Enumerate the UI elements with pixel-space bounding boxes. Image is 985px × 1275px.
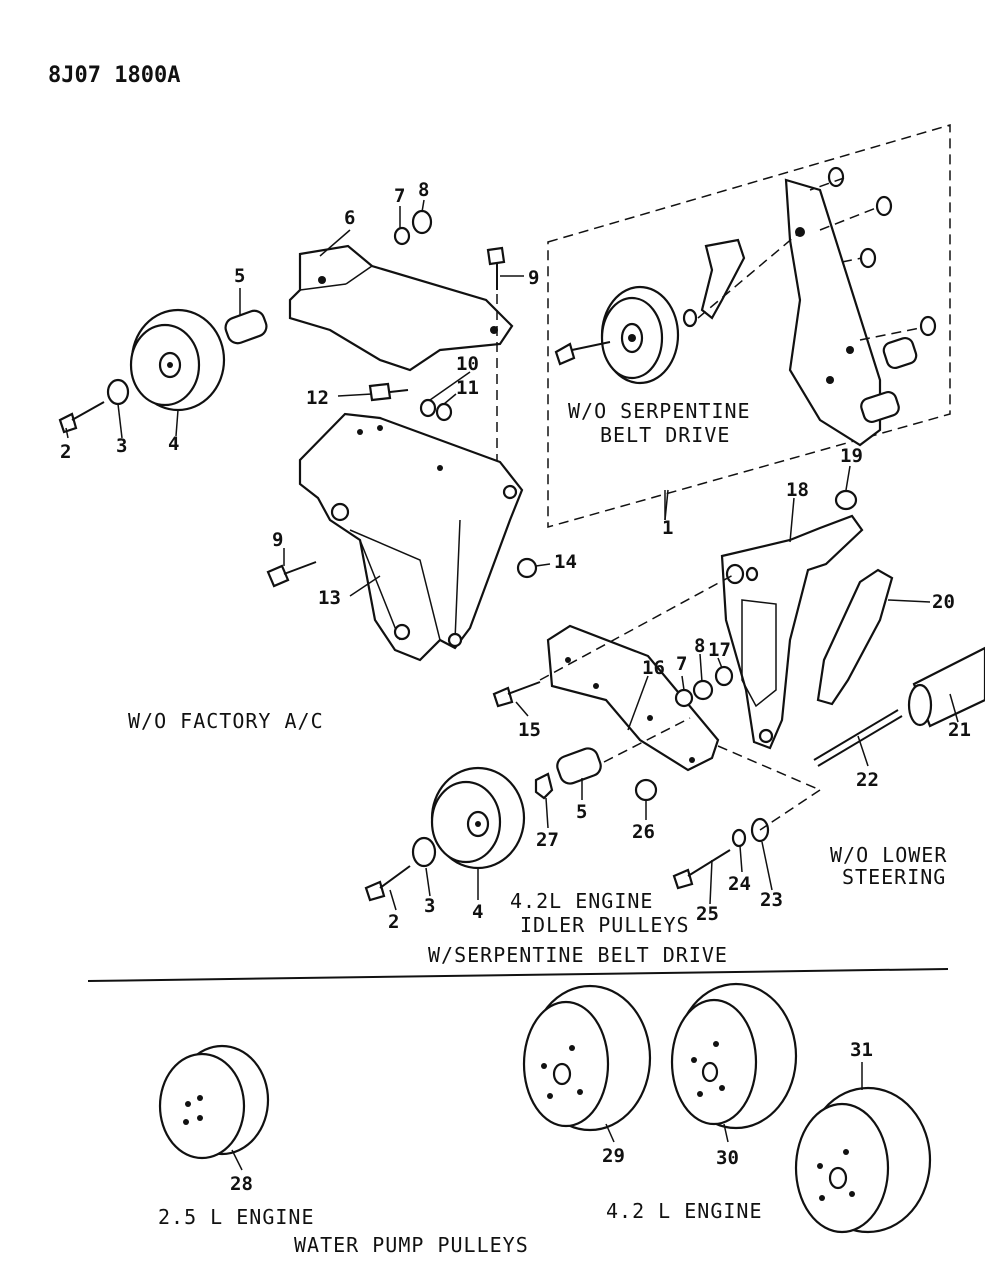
idler-caption-2: IDLER PULLEYS	[520, 913, 690, 937]
callout-7-lower: 7	[676, 653, 687, 675]
callout-leaders	[65, 199, 959, 1171]
engine-25-caption: 2.5 L ENGINE	[158, 1205, 315, 1229]
callout-15: 15	[518, 719, 541, 741]
spacer-5-lower	[556, 747, 602, 785]
spacer-upper	[882, 336, 918, 370]
callout-16: 16	[642, 657, 665, 679]
callout-3-upper: 3	[116, 435, 127, 457]
callout-5-upper: 5	[234, 265, 245, 287]
callout-19: 19	[840, 445, 863, 467]
nut-26	[634, 778, 658, 802]
callout-8-upper: 8	[418, 179, 429, 201]
callout-9-upper: 9	[528, 267, 539, 289]
washer-3-upper	[106, 378, 130, 406]
callout-18: 18	[786, 479, 809, 501]
callout-27: 27	[536, 829, 559, 851]
callout-12: 12	[306, 387, 329, 409]
bolt-9-upper	[486, 246, 506, 266]
wo-serpentine-group: W/O SERPENTINE BELT DRIVE	[547, 124, 951, 528]
section-divider	[87, 968, 949, 982]
bracket-13	[298, 412, 524, 662]
w-serpentine-caption: W/SERPENTINE BELT DRIVE	[428, 943, 728, 967]
bolt-2-lower	[364, 880, 386, 902]
callout-4-upper: 4	[168, 433, 179, 455]
wo-factory-ac-caption: W/O FACTORY A/C	[128, 709, 324, 733]
callout-13: 13	[318, 587, 341, 609]
callout-5-lower: 5	[576, 801, 587, 823]
wo-serpentine-caption-2: BELT DRIVE	[600, 423, 730, 447]
callout-17: 17	[708, 639, 731, 661]
idler-caption-1: 4.2L ENGINE	[510, 889, 653, 913]
callout-23: 23	[760, 889, 783, 911]
callout-24: 24	[728, 873, 751, 895]
callout-7-upper: 7	[394, 185, 405, 207]
upper-left-assembly: W/O FACTORY A/C	[58, 209, 538, 733]
washer-7-upper	[393, 226, 411, 246]
callout-31: 31	[850, 1039, 873, 1061]
spacer-5-upper	[224, 309, 268, 345]
bracket-6	[288, 244, 514, 372]
bolt-15	[492, 686, 514, 708]
wo-lower-steering-caption-2: STEERING	[842, 865, 946, 889]
washer-27	[534, 772, 554, 800]
callout-4-lower: 4	[472, 901, 483, 923]
wo-lower-steering-caption-1: W/O LOWER	[830, 843, 947, 867]
callout-8-lower: 8	[694, 635, 705, 657]
bracket-16	[546, 624, 720, 772]
callout-29: 29	[602, 1145, 625, 1167]
callout-14: 14	[554, 551, 577, 573]
callout-9-lower: 9	[272, 529, 283, 551]
serpentine-assembly: 4.2L ENGINE IDLER PULLEYS W/SERPENTINE B…	[364, 489, 985, 967]
spacer-lower	[860, 391, 900, 423]
callout-25: 25	[696, 903, 719, 925]
water-pump-caption: WATER PUMP PULLEYS	[294, 1233, 529, 1257]
drawing-number: 8J07 1800A	[48, 63, 180, 88]
callout-22: 22	[856, 769, 879, 791]
engine-42-caption: 4.2 L ENGINE	[606, 1199, 763, 1223]
washer-3-lower	[411, 836, 437, 868]
water-pump-pulleys: 2.5 L ENGINE 4.2 L ENGINE WATER PUMP PUL…	[158, 982, 932, 1257]
bolt-9-lower	[266, 564, 290, 588]
bolt-2-upper	[58, 412, 78, 434]
callout-10: 10	[456, 353, 479, 375]
callout-2-upper: 2	[60, 441, 71, 463]
mounting-plate	[784, 178, 882, 447]
idler-arm	[700, 238, 746, 320]
wo-serpentine-caption-1: W/O SERPENTINE	[568, 399, 751, 423]
callout-30: 30	[716, 1147, 739, 1169]
callout-28: 28	[230, 1173, 253, 1195]
nut-8-upper	[411, 209, 433, 235]
bolt-12	[368, 382, 392, 402]
callout-1: 1	[662, 517, 673, 539]
nut-14	[516, 557, 538, 579]
callout-11: 11	[456, 377, 479, 399]
callout-21: 21	[948, 719, 971, 741]
nut-19	[834, 489, 858, 511]
callout-numbers: 1 2 3 4 5 6 7 8 9 10 11 12 13 9 14 15 16…	[60, 179, 971, 1195]
callout-6: 6	[344, 207, 355, 229]
bolt-25	[672, 868, 694, 890]
callout-20: 20	[932, 591, 955, 613]
link-20	[816, 568, 894, 706]
callout-3-lower: 3	[424, 895, 435, 917]
callout-2-lower: 2	[388, 911, 399, 933]
callout-26: 26	[632, 821, 655, 843]
